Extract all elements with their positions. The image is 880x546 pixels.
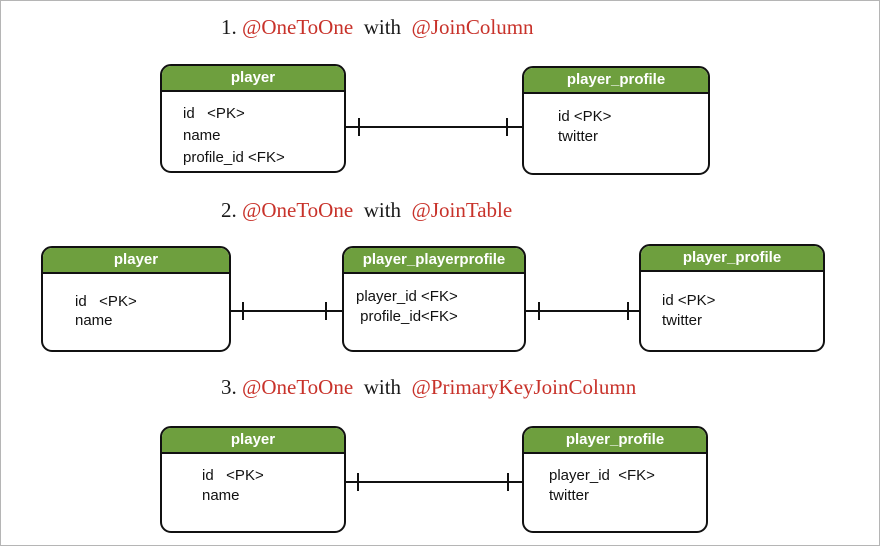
entity-attribute: twitter [558,128,599,145]
relation-annotation: @OneToOne [242,375,354,399]
entity-attribute: profile_id <FK> [183,149,285,166]
entity-title: player_profile [641,246,823,272]
relation-annotation: @OneToOne [242,15,354,39]
diagram-heading: 1. @OneToOne with @JoinColumn [221,15,534,40]
entity-attribute: player_id <FK> [356,288,458,305]
entity-attribute: id <PK> [183,105,245,122]
entity-attribute: name [75,312,113,329]
entity-player-profile: player_profile player_id <FK> twitter [522,426,708,533]
entity-player: player id <PK> name [160,426,346,533]
entity-player-profile: player_profile id <PK> twitter [522,66,710,175]
entity-player-profile: player_profile id <PK> twitter [639,244,825,352]
entity-player: player id <PK> name profile_id <FK> [160,64,346,173]
entity-title: player [162,66,344,92]
entity-attribute: id <PK> [75,293,137,310]
entity-attribute: twitter [549,487,590,504]
heading-number: 2. [221,198,237,222]
entity-attribute: name [183,127,221,144]
entity-attribute: id <PK> [662,292,716,309]
heading-with: with [363,15,402,39]
entity-player-playerprofile: player_playerprofile player_id <FK> prof… [342,246,526,352]
relation-annotation: @OneToOne [242,198,354,222]
entity-attribute: name [202,487,240,504]
entity-title: player_profile [524,68,708,94]
entity-attribute: profile_id<FK> [356,308,458,325]
diagram-heading: 3. @OneToOne with @PrimaryKeyJoinColumn [221,375,636,400]
heading-with: with [363,198,402,222]
entity-player: player id <PK> name [41,246,231,352]
entity-attribute: player_id <FK> [549,467,655,484]
entity-title: player_profile [524,428,706,454]
entity-attribute: id <PK> [558,108,612,125]
entity-attribute: id <PK> [202,467,264,484]
entity-title: player [43,248,229,274]
entity-title: player_playerprofile [344,248,524,274]
heading-with: with [363,375,402,399]
strategy-annotation: @JoinColumn [411,15,534,39]
entity-title: player [162,428,344,454]
strategy-annotation: @PrimaryKeyJoinColumn [411,375,637,399]
strategy-annotation: @JoinTable [411,198,513,222]
entity-attribute: twitter [662,312,703,329]
diagram-heading: 2. @OneToOne with @JoinTable [221,198,512,223]
heading-number: 3. [221,375,237,399]
heading-number: 1. [221,15,237,39]
